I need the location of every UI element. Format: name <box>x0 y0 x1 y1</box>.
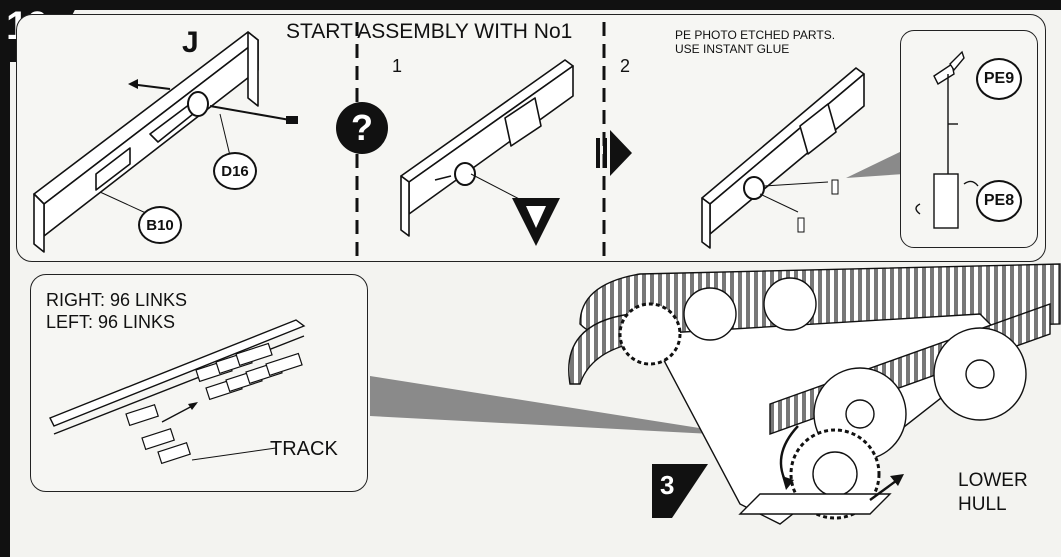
part-j-label: J <box>182 26 199 59</box>
callout-pe9: PE9 <box>976 58 1022 100</box>
step3-badge-shape <box>652 464 708 518</box>
pe-note-line2: USE INSTANT GLUE <box>675 42 790 56</box>
rail-j-drawing <box>33 31 298 253</box>
links-right-text: RIGHT: 96 LINKS <box>46 290 188 310</box>
track-label: TRACK <box>270 438 338 460</box>
start-assembly-text: START ASSEMBLY WITH No1 <box>286 20 573 43</box>
callout-d16: D16 <box>213 152 257 190</box>
rail-step2-drawing <box>701 67 865 249</box>
glue-icon <box>512 198 560 246</box>
substep-3-label: 3 <box>660 470 675 500</box>
links-left-text: LEFT: 96 LINKS <box>46 312 176 332</box>
rail-step1-drawing <box>400 59 574 237</box>
callout-b10: B10 <box>138 206 182 244</box>
detail-pointer-track <box>370 376 750 436</box>
lower-hull-drawing <box>568 263 1061 525</box>
detail-pointer <box>846 150 904 178</box>
left-border <box>0 0 10 557</box>
track-links-drawing <box>49 319 306 465</box>
question-icon: ? <box>336 102 388 154</box>
substep-1-label: 1 <box>392 56 403 76</box>
lower-hull-line2: HULL <box>958 494 1007 515</box>
svg-text:?: ? <box>351 107 373 148</box>
pe-note-line1: PE PHOTO ETCHED PARTS. <box>675 28 836 42</box>
track-detail-panel <box>30 274 368 492</box>
lower-hull-line1: LOWER <box>958 470 1028 491</box>
substep-2-label: 2 <box>620 56 631 76</box>
pe-detail-drawing <box>915 50 979 229</box>
callout-pe8: PE8 <box>976 180 1022 222</box>
arrow-right-icon <box>596 130 632 176</box>
top-border <box>0 0 1061 10</box>
